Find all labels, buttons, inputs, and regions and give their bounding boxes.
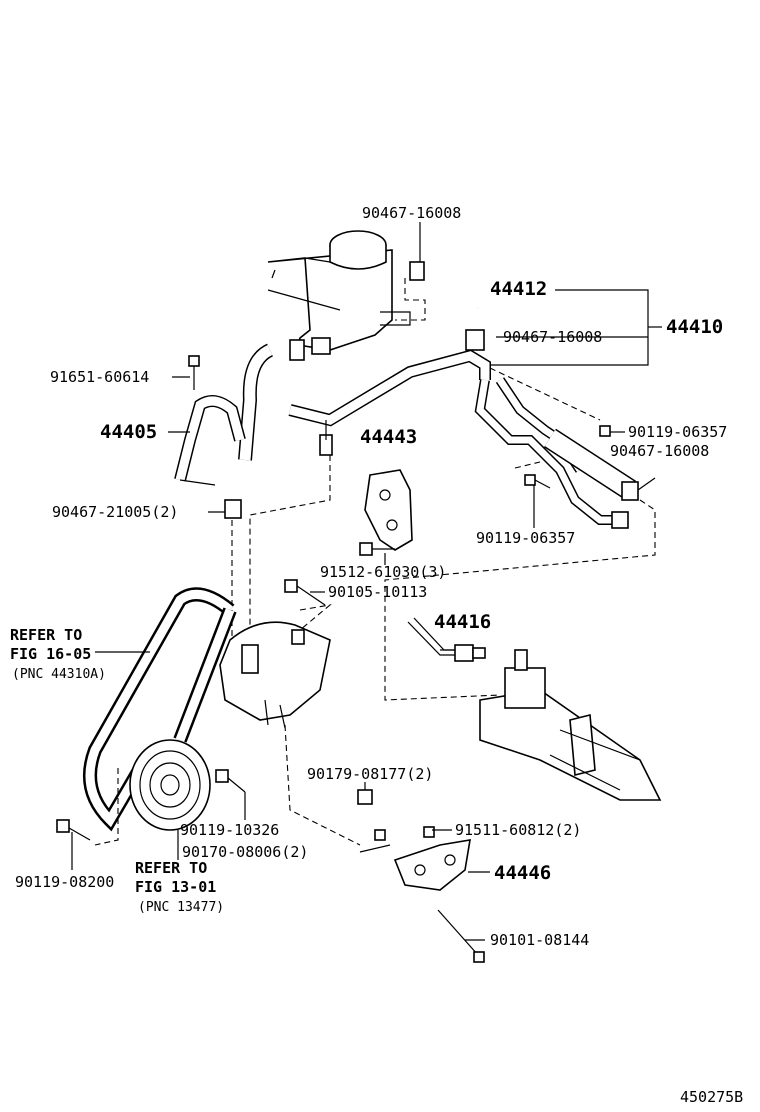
bolt-91511 — [423, 826, 435, 838]
refer-belt-line2: FIG 16-05 — [10, 645, 91, 663]
steering-gear — [479, 649, 662, 801]
label-44443: 44443 — [360, 426, 417, 448]
reservoir-tank — [267, 230, 411, 351]
label-91512-61030: 91512-61030(3) — [320, 563, 446, 581]
label-90119-06357-b: 90119-06357 — [476, 529, 575, 547]
power-steering-pump — [219, 621, 331, 729]
label-90119-08200: 90119-08200 — [15, 873, 114, 891]
hose-44412 — [409, 261, 484, 310]
bolt-90101 — [437, 909, 485, 963]
label-90467-16008-top: 90467-16008 — [362, 204, 461, 222]
bolt-90119-08200 — [56, 819, 91, 841]
refer-pulley-line3: (PNC 13477) — [138, 900, 224, 915]
pressure-line — [288, 349, 491, 456]
bolt-90119-10326 — [215, 769, 246, 793]
bolt-91651 — [188, 355, 200, 390]
bracket-44443 — [359, 469, 413, 556]
label-90467-16008-right: 90467-16008 — [610, 442, 709, 460]
label-90119-06357-a: 90119-06357 — [628, 423, 727, 441]
label-44446: 44446 — [494, 862, 551, 884]
nut-90179 — [357, 789, 373, 805]
bolt-90119-a — [599, 425, 611, 437]
label-90467-16008-mid: 90467-16008 — [503, 328, 602, 346]
label-44416: 44416 — [434, 611, 491, 633]
label-44412: 44412 — [490, 278, 547, 300]
right-pipes — [474, 377, 639, 529]
label-91511-60812: 91511-60812(2) — [455, 821, 581, 839]
washer-90170 — [374, 829, 386, 841]
bolt-90105 — [284, 579, 326, 606]
bolt-90119-b — [524, 474, 551, 489]
hose-44405 — [174, 337, 331, 486]
refer-pulley-line2: FIG 13-01 — [135, 878, 216, 896]
leader-lines — [71, 222, 662, 941]
label-90170-08006: 90170-08006(2) — [182, 843, 308, 861]
refer-belt-line1: REFER TO — [10, 626, 82, 644]
label-90179-08177: 90179-08177(2) — [307, 765, 433, 783]
label-44410: 44410 — [666, 316, 723, 338]
label-91651-60614: 91651-60614 — [50, 368, 149, 386]
clamp-mid — [465, 329, 485, 351]
bracket-44446 — [393, 839, 471, 891]
label-44405: 44405 — [100, 421, 157, 443]
label-90101-08144: 90101-08144 — [490, 931, 589, 949]
label-90119-10326: 90119-10326 — [180, 821, 279, 839]
figure-id: 450275B — [680, 1088, 743, 1106]
crank-pulley — [129, 739, 211, 831]
clamp-21005 — [224, 499, 242, 519]
refer-belt-line3: (PNC 44310A) — [12, 667, 106, 682]
drive-belt — [83, 587, 237, 832]
label-90105-10113: 90105-10113 — [328, 583, 427, 601]
refer-pulley-line1: REFER TO — [135, 859, 207, 877]
label-90467-21005: 90467-21005(2) — [52, 503, 178, 521]
